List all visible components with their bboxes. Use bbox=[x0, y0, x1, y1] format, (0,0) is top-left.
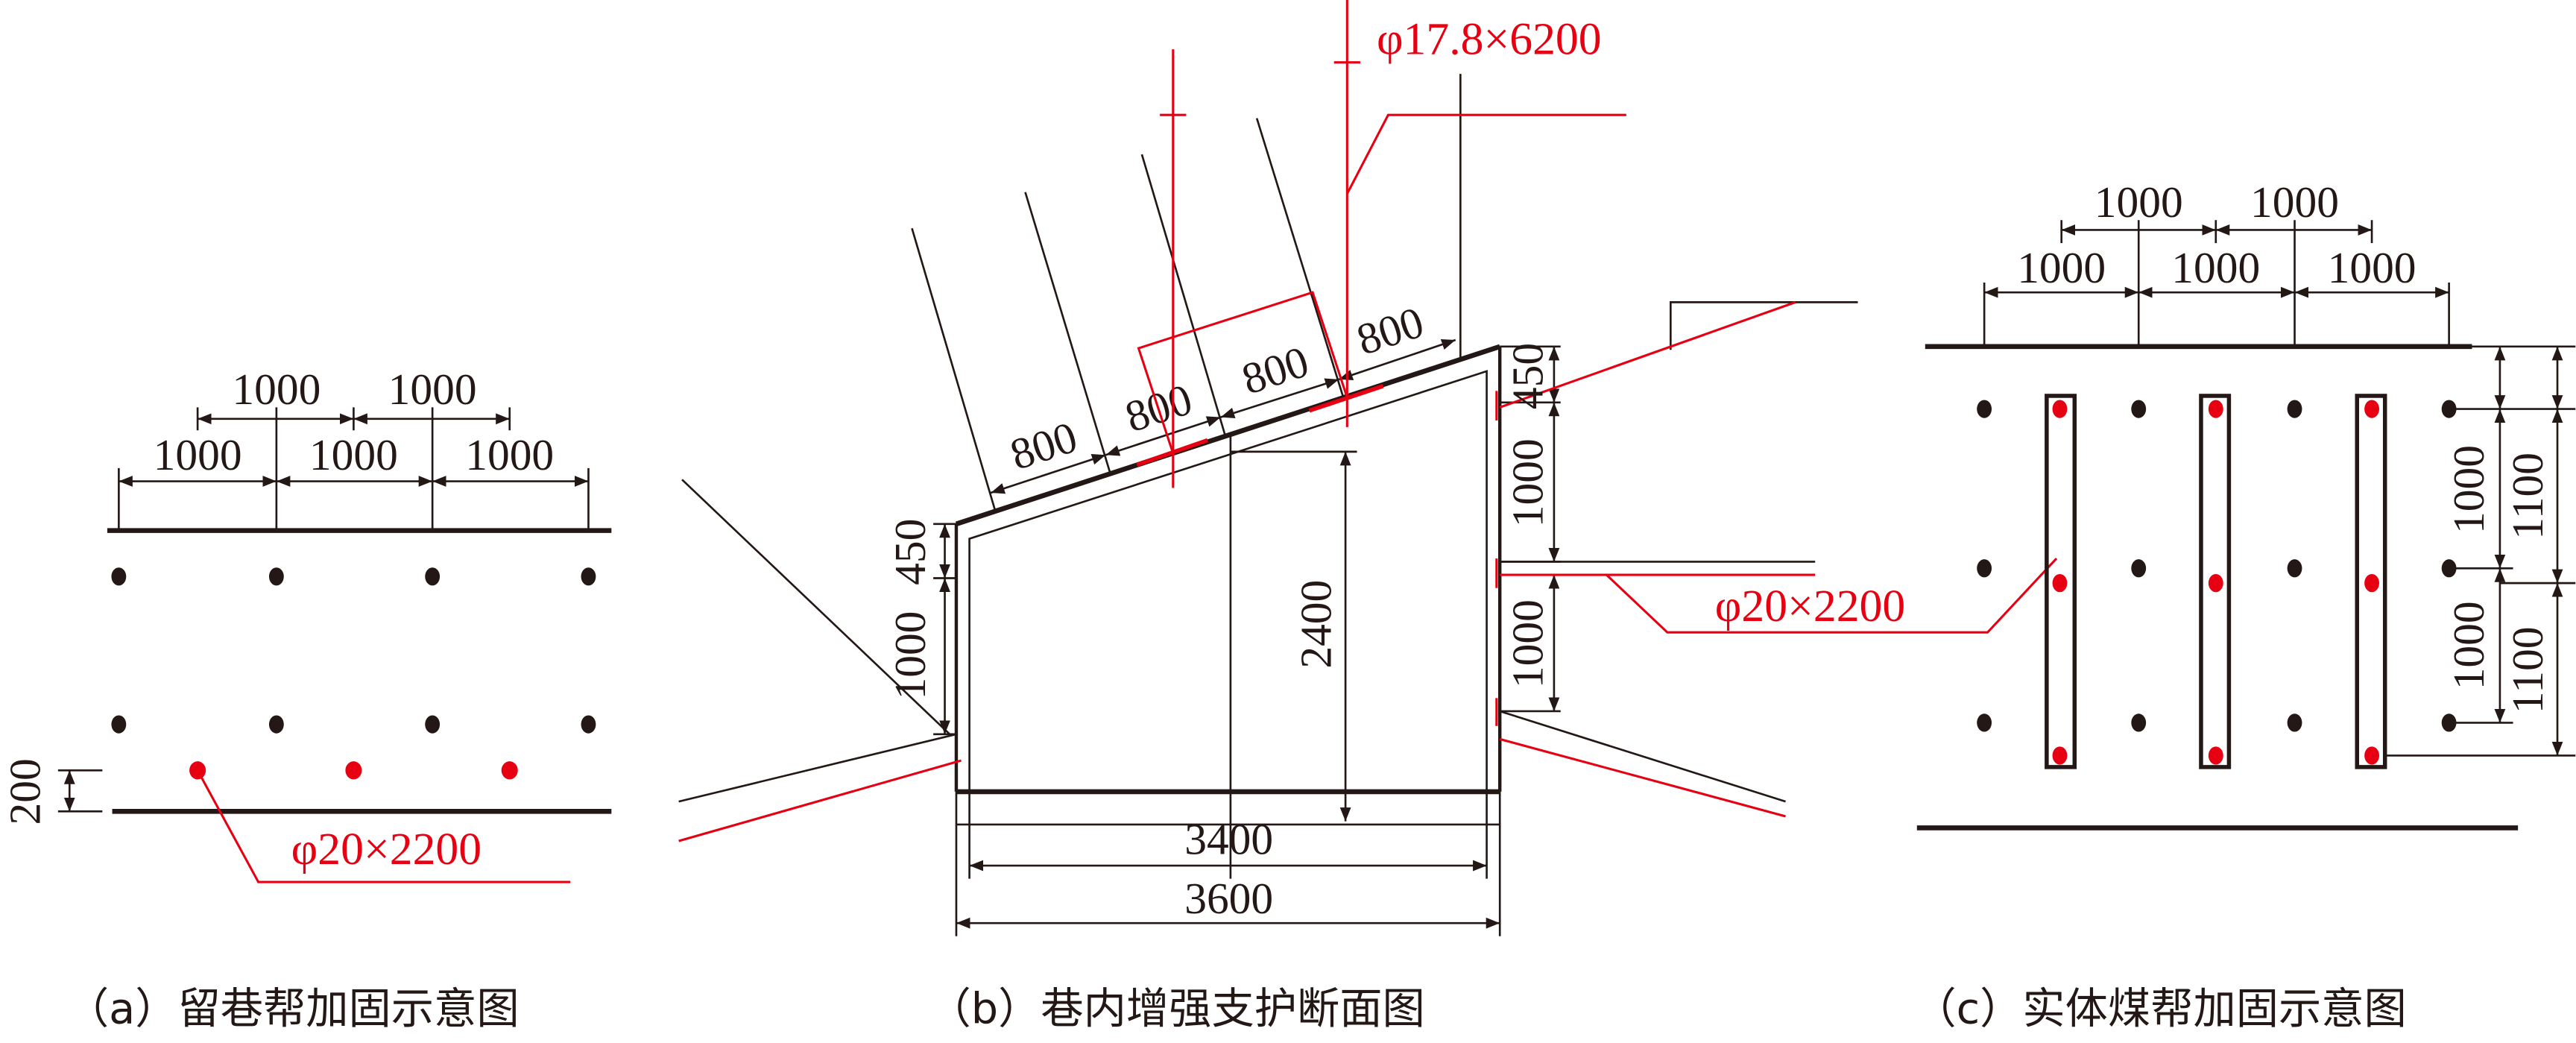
roof-bolts bbox=[911, 74, 1462, 513]
leader-line bbox=[1345, 113, 1626, 195]
reinforcement-bolt-dots bbox=[189, 761, 518, 780]
dimension-label: 1000 bbox=[886, 611, 935, 700]
offset-label: 200 bbox=[1, 758, 50, 825]
spacing-label: 1000 bbox=[2094, 177, 2183, 227]
dimension-label: 450 bbox=[886, 519, 935, 585]
right-side-lines bbox=[1495, 300, 1858, 818]
dimension-label: 1000 bbox=[2444, 445, 2493, 534]
anchor-cables bbox=[1136, 0, 1384, 488]
bolt-spec-label: φ20×2200 bbox=[291, 824, 482, 875]
cable-spec-label: φ17.8×6200 bbox=[1377, 14, 1602, 65]
bolt-dots bbox=[111, 567, 596, 734]
spacing-label: 800 bbox=[1005, 412, 1083, 479]
spacing-label: 1000 bbox=[2171, 243, 2260, 292]
dimension-label: 1100 bbox=[2503, 453, 2552, 540]
caption-b: （b）巷内增强支护断面图 bbox=[929, 984, 1425, 1034]
panel-b: 2400 3400 3600 800 800 800 800 bbox=[678, 0, 2058, 1034]
height-label: 2400 bbox=[1291, 580, 1340, 669]
caption-c: （c）实体煤帮加固示意图 bbox=[1913, 984, 2406, 1034]
spacing-label: 1000 bbox=[388, 365, 477, 414]
leader-line bbox=[196, 769, 571, 883]
steel-straps bbox=[2045, 394, 2387, 769]
inner-width-label: 3400 bbox=[1184, 815, 1273, 864]
leader-line bbox=[1606, 558, 2058, 634]
caption-a: （a）留巷帮加固示意图 bbox=[66, 984, 520, 1034]
dimension-label: 450 bbox=[1503, 343, 1552, 409]
dimension-ticks bbox=[1983, 220, 2450, 347]
dimension-label: 1000 bbox=[2444, 601, 2493, 690]
panel-a: 1000 1000 1000 1000 1000 200 φ20×2200 （a… bbox=[1, 365, 612, 1034]
panel-c: 1000 1000 1000 1000 1000 bbox=[1913, 177, 2576, 1034]
dimension-label: 1100 bbox=[2503, 627, 2552, 714]
spacing-label: 1000 bbox=[309, 430, 398, 479]
inner-outline bbox=[968, 370, 1488, 792]
offset-dimension bbox=[57, 769, 103, 813]
bolt-spec-label: φ20×2200 bbox=[1715, 581, 1905, 631]
outer-width-label: 3600 bbox=[1184, 874, 1273, 923]
dimension-label: 1000 bbox=[1503, 438, 1552, 527]
dimension-arrows bbox=[119, 413, 589, 487]
spacing-label: 1000 bbox=[465, 430, 554, 479]
roof-spacing-dimensions bbox=[990, 338, 1456, 494]
spacing-label: 1000 bbox=[154, 430, 242, 479]
right-dimensions bbox=[2384, 345, 2576, 757]
spacing-label: 800 bbox=[1236, 336, 1314, 403]
bolt-dots bbox=[1977, 400, 2457, 732]
spacing-label: 800 bbox=[1351, 297, 1429, 364]
spacing-label: 1000 bbox=[232, 365, 321, 414]
reinforcement-bolt-dots bbox=[2052, 400, 2379, 765]
dimension-label: 1000 bbox=[1503, 599, 1552, 688]
spacing-label: 1000 bbox=[2017, 243, 2106, 292]
spacing-label: 1000 bbox=[2250, 177, 2339, 227]
left-side-lines bbox=[678, 479, 962, 842]
spacing-label: 1000 bbox=[2328, 243, 2416, 292]
